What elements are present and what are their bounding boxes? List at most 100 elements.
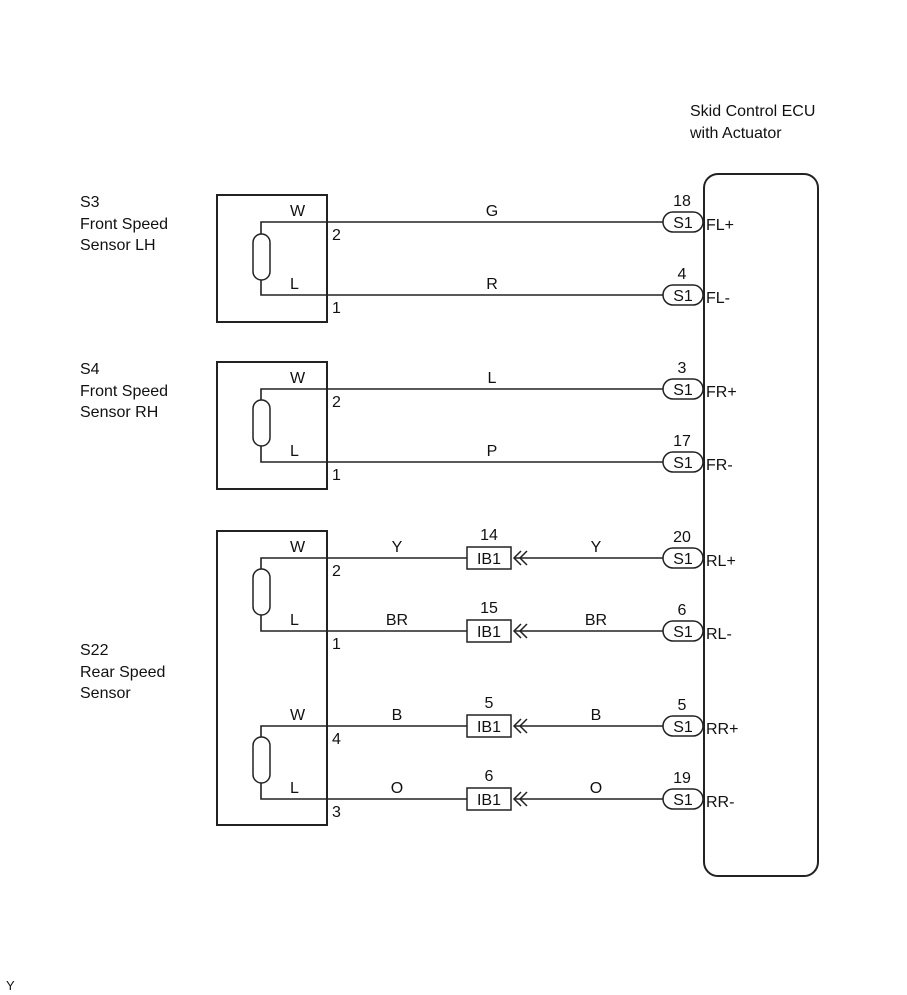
ecu-connector-name: S1 [673,215,693,232]
wire-color-label: B [591,707,602,724]
sensor-lead [260,557,327,569]
sensor-box [216,194,328,323]
sensor-name-line1: Front Speed [80,383,168,400]
ecu-terminal-label: RL- [706,626,732,643]
ecu-connector [662,378,704,400]
coil-icon [252,233,271,281]
ecu-pin-number: 5 [678,697,687,714]
ecu-connector [662,547,704,569]
wire-color-label: P [487,443,498,460]
wire-color-label: G [486,203,498,220]
wire-color-label: BR [386,612,408,629]
sensor-name-line1: Front Speed [80,216,168,233]
ecu-terminal-label: RL+ [706,553,736,570]
ecu-connector [662,715,704,737]
wire-color-label: L [488,370,497,387]
sensor-code: S22 [80,642,109,659]
junction-name: IB1 [477,624,501,641]
ecu-connector [662,211,704,233]
ecu-connector-name: S1 [673,792,693,809]
wire-color-label: B [392,707,403,724]
sensor-wire-label: L [290,612,299,629]
junction-connector [466,787,512,811]
sensor-code: S3 [80,194,100,211]
sensor-pin-number: 2 [332,227,341,244]
footer-mark: Y [6,978,15,993]
junction-name: IB1 [477,719,501,736]
sensor-lead [260,725,327,737]
ecu-connector [662,451,704,473]
sensor-pin-number: 1 [332,467,341,484]
sensor-lead [260,388,327,400]
sensor-wire-label: W [290,370,306,387]
sensor-wire-label: W [290,203,306,220]
sensor-lead [260,280,327,296]
sensor-pin-number: 1 [332,636,341,653]
skid-control-ecu: Skid Control ECU with Actuator [689,103,819,877]
ecu-pin-number: 18 [673,193,691,210]
ecu-pin-number: 17 [673,433,691,450]
ecu-terminal-label: FR+ [706,384,737,401]
circuit-1: L 1 R S1 4FL- [290,266,730,317]
junction-pin-number: 15 [480,600,498,617]
wire-color-label: BR [585,612,607,629]
ecu-title-line2: with Actuator [689,125,782,142]
ecu-title-line1: Skid Control ECU [690,103,815,120]
sensor-wire-label: L [290,276,299,293]
sensor-s3-front-lh: S3 Front Speed Sensor LH [80,194,328,323]
ecu-pin-number: 19 [673,770,691,787]
sensor-lead [260,446,327,463]
ecu-terminal-label: RR- [706,794,734,811]
sensor-pin-number: 1 [332,300,341,317]
sensor-name-line2: Sensor RH [80,404,158,421]
sensor-lead [260,783,327,800]
ecu-pin-number: 4 [678,266,687,283]
circuits: W2GS118FL+L1RS14FL-W2LS13FR+L1PS117FR-W2… [290,193,738,821]
junction-connector [466,546,512,570]
sensor-wire-label: L [290,780,299,797]
sensor-pin-number: 2 [332,394,341,411]
coil-icon [252,399,271,447]
ecu-body [703,173,819,877]
sensor-box [216,530,328,826]
sensor-name-line2: Sensor LH [80,237,156,254]
sensor-lead [260,221,327,234]
coil-icon [252,736,271,784]
sensor-s22-rear: S22 Rear Speed Sensor [80,530,328,826]
ecu-connector-name: S1 [673,551,693,568]
wire-color-label: Y [591,539,602,556]
sensor-name-line2: Sensor [80,685,131,702]
circuit-6: W 4 B IB1 5B S1 5RR+ [290,695,738,748]
junction-pin-number: 5 [485,695,494,712]
junction-name: IB1 [477,792,501,809]
wire-color-label: Y [392,539,403,556]
ecu-connector-name: S1 [673,719,693,736]
junction-name: IB1 [477,551,501,568]
ecu-pin-number: 20 [673,529,691,546]
sensor-pin-number: 2 [332,563,341,580]
ecu-connector-name: S1 [673,455,693,472]
ecu-terminal-label: RR+ [706,721,738,738]
wire-color-label: O [590,780,602,797]
sensor-box [216,361,328,490]
sensor-pin-number: 4 [332,731,341,748]
junction-connector [466,714,512,738]
ecu-connector [662,788,704,810]
junction-pin-number: 6 [485,768,494,785]
ecu-pin-number: 6 [678,602,687,619]
wire-color-label: R [486,276,498,293]
ecu-terminal-label: FL- [706,290,730,307]
sensor-lead [260,615,327,632]
ecu-connector-name: S1 [673,624,693,641]
sensor-pin-number: 3 [332,804,341,821]
sensor-name-line1: Rear Speed [80,664,165,681]
ecu-pin-number: 3 [678,360,687,377]
ecu-connector-name: S1 [673,288,693,305]
sensor-wire-label: W [290,707,306,724]
